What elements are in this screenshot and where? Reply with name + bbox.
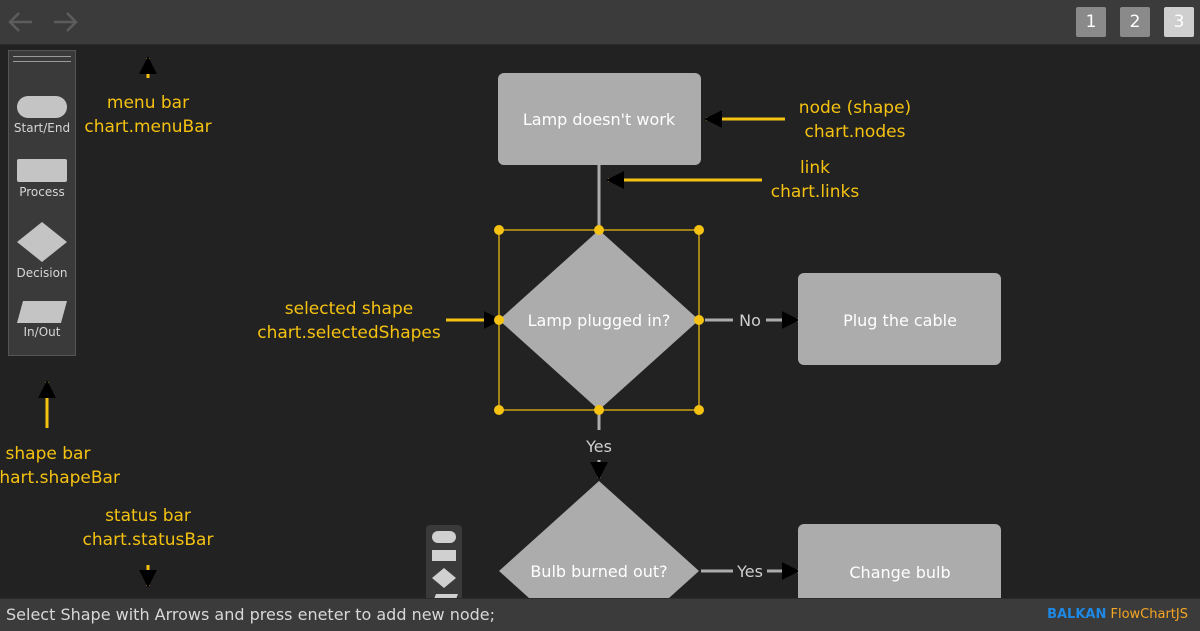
node-plug-the-cable[interactable]: Plug the cable [798, 273, 1001, 365]
annotation-code: chart.links [770, 182, 860, 202]
status-message: Select Shape with Arrows and press enete… [6, 605, 496, 624]
shape-decision[interactable]: Decision [9, 219, 75, 281]
annotation-title: link [799, 158, 831, 178]
shape-bar-grip[interactable] [13, 56, 71, 57]
annotation-title: menu bar [106, 93, 190, 113]
shape-start-end[interactable]: Start/End [9, 93, 75, 138]
node-label: Change bulb [849, 563, 950, 582]
resize-handle[interactable] [694, 225, 704, 235]
resize-handle[interactable] [494, 405, 504, 415]
shape-label: Start/End [13, 121, 71, 135]
decision-shape-icon[interactable] [426, 567, 462, 589]
annotation-link: link chart.links [755, 156, 875, 204]
annotation-code: chart.statusBar [82, 530, 214, 550]
resize-handle[interactable] [494, 225, 504, 235]
annotation-node: node (shape) chart.nodes [780, 96, 930, 144]
mini-shape-bar [426, 525, 462, 605]
node-label: Plug the cable [843, 311, 957, 330]
link-label-yes: Yes [585, 437, 612, 456]
brand-logo: BALKAN FlowChartJS [1047, 607, 1188, 622]
process-shape-icon [17, 159, 67, 182]
annotation-code: chart.selectedShapes [257, 323, 441, 343]
annotation-title: node (shape) [798, 98, 912, 118]
start-end-shape-icon [17, 96, 67, 118]
node-label: Lamp doesn't work [523, 110, 676, 129]
arrow-right-icon[interactable] [50, 8, 80, 36]
annotation-selected-shape: selected shape chart.selectedShapes [246, 297, 452, 345]
node-change-bulb[interactable]: Change bulb [798, 524, 1001, 616]
resize-handle[interactable] [694, 405, 704, 415]
node-lamp-plugged-in[interactable]: Lamp plugged in? [499, 230, 699, 410]
annotation-title: shape bar [5, 444, 91, 464]
node-lamp-doesnt-work[interactable]: Lamp doesn't work [498, 73, 701, 165]
brand-name: BALKAN [1047, 607, 1107, 622]
annotation-shape-bar: shape bar chart.shapeBar [0, 442, 120, 490]
shape-label: Decision [16, 266, 68, 280]
menu-bar: 1 2 3 [0, 0, 1200, 45]
annotation-code: chart.menuBar [84, 117, 212, 137]
start-end-shape-icon[interactable] [432, 531, 456, 543]
annotation-code: chart.nodes [804, 122, 906, 142]
annotation-status-bar: status bar chart.statusBar [80, 504, 216, 552]
brand-product: FlowChartJS [1110, 607, 1189, 622]
node-label: Lamp plugged in? [528, 311, 671, 330]
link-label-yes: Yes [736, 562, 763, 581]
resize-handle[interactable] [494, 315, 504, 325]
annotation-code: chart.shapeBar [0, 468, 120, 488]
page-button-3-active[interactable]: 3 [1164, 7, 1194, 37]
arrow-left-icon[interactable] [6, 8, 36, 36]
shape-bar: Start/End Process Decision In/Out [8, 50, 76, 356]
shape-in-out[interactable]: In/Out [9, 297, 75, 342]
annotation-title: selected shape [284, 299, 414, 319]
annotation-title: status bar [105, 506, 191, 526]
resize-handle[interactable] [594, 225, 604, 235]
resize-handle[interactable] [594, 405, 604, 415]
shape-bar-grip[interactable] [13, 61, 71, 62]
in-out-shape-icon [17, 301, 67, 323]
process-shape-icon[interactable] [432, 550, 456, 561]
selection-frame [494, 225, 704, 415]
link-label-no: No [739, 311, 761, 330]
resize-handle[interactable] [694, 315, 704, 325]
page-button-2[interactable]: 2 [1120, 7, 1150, 37]
shape-label: In/Out [23, 325, 61, 339]
shape-label: Process [19, 185, 65, 199]
shape-process[interactable]: Process [9, 155, 75, 200]
node-bulb-burned-out[interactable]: Bulb burned out? [499, 481, 699, 630]
page-button-1[interactable]: 1 [1076, 7, 1106, 37]
annotation-menu-bar: menu bar chart.menuBar [80, 91, 216, 139]
decision-shape-icon [17, 222, 67, 262]
status-bar: Select Shape with Arrows and press enete… [0, 598, 1200, 631]
node-label: Bulb burned out? [530, 562, 667, 581]
